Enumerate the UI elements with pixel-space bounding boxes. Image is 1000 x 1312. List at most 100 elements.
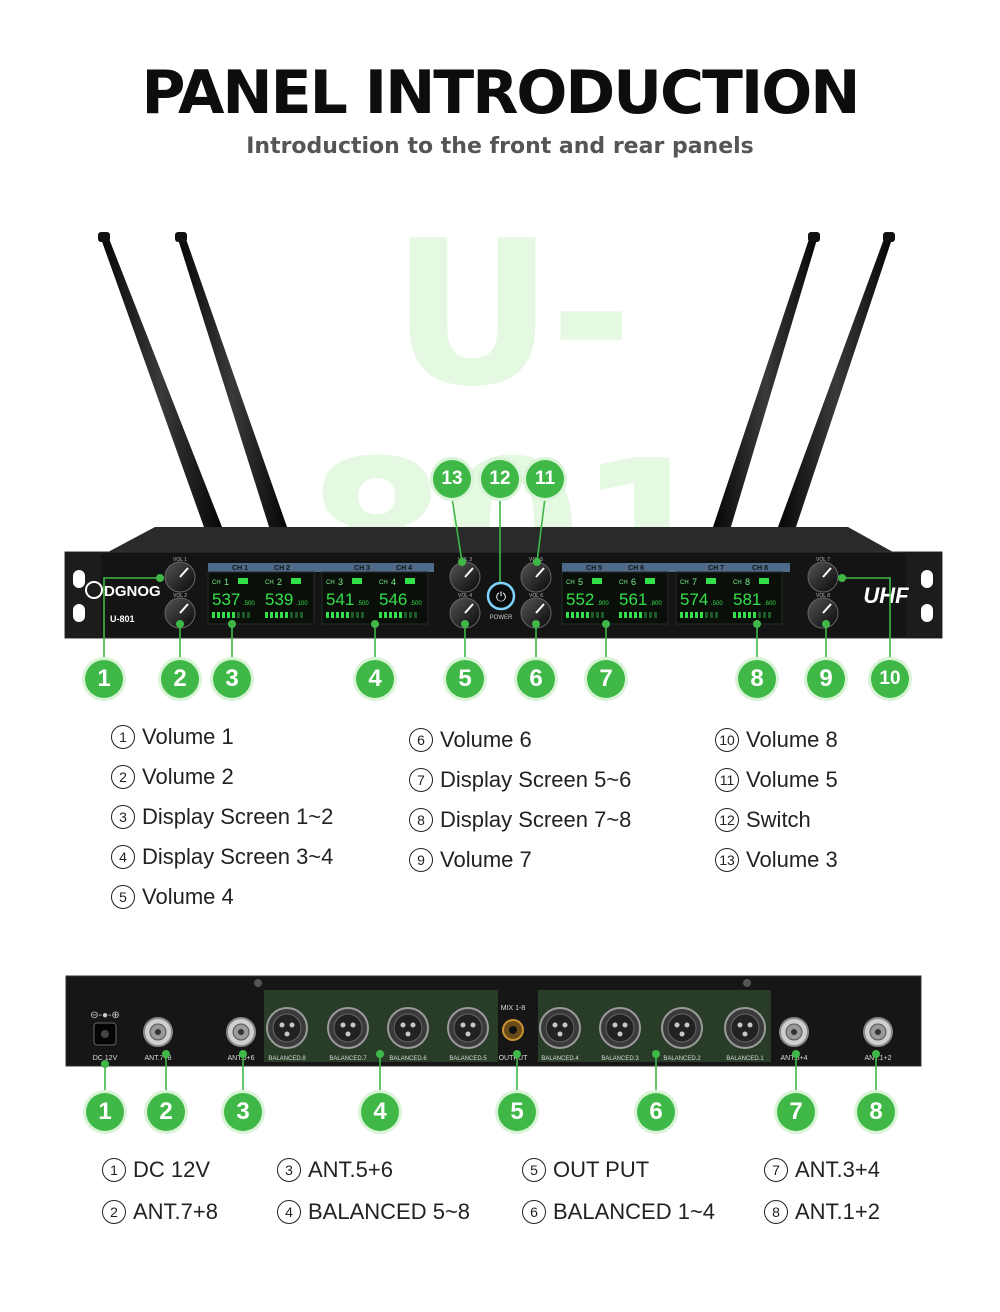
rack-hole: [73, 570, 85, 588]
level-bar: [649, 612, 652, 618]
xlr-balanced-output-5[interactable]: [447, 1007, 489, 1049]
xlr-balanced-output-8[interactable]: [266, 1007, 308, 1049]
legend-number: 5: [111, 885, 135, 909]
balanced-label: BALANCED.8: [268, 1056, 306, 1062]
legend-number: 9: [409, 848, 433, 872]
xlr-balanced-output-6[interactable]: [387, 1007, 429, 1049]
level-bar: [227, 612, 230, 618]
level-bar: [576, 612, 579, 618]
antenna-connector-ant12[interactable]: [863, 1017, 893, 1047]
legend-number: 6: [522, 1200, 546, 1224]
screen-ch-tag: CH: [265, 580, 274, 586]
level-bar: [619, 612, 622, 618]
level-bar: [290, 612, 293, 618]
xlr-balanced-output-4[interactable]: [539, 1007, 581, 1049]
level-bar: [768, 612, 771, 618]
front-callout-1: 1: [85, 660, 123, 698]
legend-label: OUT PUT: [553, 1157, 650, 1182]
legend-label: Switch: [746, 807, 811, 832]
rear-callout-7: 7: [777, 1093, 815, 1131]
level-bar: [700, 612, 703, 618]
antenna-connector-ant34[interactable]: [779, 1017, 809, 1047]
xlr-balanced-output-1[interactable]: [724, 1007, 766, 1049]
volume-knob-7[interactable]: [807, 561, 839, 593]
screen-frequency-decimal: .500: [410, 601, 422, 607]
antenna-connector-ant56[interactable]: [226, 1017, 256, 1047]
xlr-balanced-output-2[interactable]: [661, 1007, 703, 1049]
front-callout-2: 2: [161, 660, 199, 698]
screen-header-ch2: CH 2: [274, 565, 290, 572]
power-switch[interactable]: [486, 581, 516, 611]
volume-knob-3[interactable]: [449, 561, 481, 593]
legend-number: 7: [764, 1158, 788, 1182]
antenna-connector-ant78[interactable]: [143, 1017, 173, 1047]
legend-label: Volume 8: [746, 727, 838, 752]
legend-label: Display Screen 7~8: [440, 807, 632, 832]
legend-number: 13: [715, 848, 739, 872]
knob-label: VOL 8: [816, 593, 830, 599]
level-bar: [389, 612, 392, 618]
volume-knob-1[interactable]: [164, 561, 196, 593]
screen-header-ch7: CH 7: [708, 565, 724, 572]
screen-frequency-decimal: .900: [597, 601, 609, 607]
legend-item: 13 Volume 3: [715, 847, 838, 873]
level-bar: [409, 612, 412, 618]
rear-callout-8: 8: [857, 1093, 895, 1131]
volume-knob-8[interactable]: [807, 597, 839, 629]
rear-callout-1: 1: [86, 1093, 124, 1131]
balanced-label: BALANCED.5: [449, 1056, 487, 1062]
level-bar: [639, 612, 642, 618]
screen-header-ch4: CH 4: [396, 565, 412, 572]
mix-label: MIX 1-8: [501, 1005, 526, 1012]
legend-number: 8: [764, 1200, 788, 1224]
volume-knob-5[interactable]: [520, 561, 552, 593]
page-subtitle: Introduction to the front and rear panel…: [246, 134, 754, 159]
level-bar: [394, 612, 397, 618]
rear-callout-5: 5: [498, 1093, 536, 1131]
legend-number: 6: [409, 728, 433, 752]
legend-label: ANT.7+8: [133, 1199, 218, 1224]
level-bar: [748, 612, 751, 618]
screen-header-bar: [208, 563, 434, 572]
screen-ch-number: 8: [745, 577, 750, 587]
knob-label: VOL 7: [816, 557, 830, 563]
volume-knob-4[interactable]: [449, 597, 481, 629]
front-callout-3: 3: [213, 660, 251, 698]
level-bar: [715, 612, 718, 618]
screen-ch-tag: CH: [733, 580, 742, 586]
screen-ch-tag: CH: [326, 580, 335, 586]
screen-ch-number: 6: [631, 577, 636, 587]
legend-label: Volume 3: [746, 847, 838, 872]
level-bar: [690, 612, 693, 618]
front-callout-13: 13: [433, 460, 471, 498]
rack-hole: [921, 604, 933, 622]
screen-ch-tag: CH: [619, 580, 628, 586]
screen-frequency: 539: [265, 590, 293, 609]
level-bar: [566, 612, 569, 618]
front-callout-4: 4: [356, 660, 394, 698]
rear-callout-2: 2: [147, 1093, 185, 1131]
volume-knob-2[interactable]: [164, 597, 196, 629]
battery-icon: [405, 578, 415, 584]
balanced-label: BALANCED.6: [389, 1056, 427, 1062]
rear-callout-4: 4: [361, 1093, 399, 1131]
antenna-right-2: [778, 232, 895, 530]
xlr-balanced-output-7[interactable]: [327, 1007, 369, 1049]
xlr-balanced-output-3[interactable]: [599, 1007, 641, 1049]
screen-ch-tag: CH: [680, 580, 689, 586]
brand-name: DGNOG: [104, 583, 161, 600]
antenna-label: ANT.3+4: [780, 1055, 807, 1062]
level-bar: [695, 612, 698, 618]
legend-label: Volume 1: [142, 724, 234, 749]
level-bar: [356, 612, 359, 618]
level-bar: [404, 612, 407, 618]
dc-polarity-icon: ⊖-●-⊕: [90, 1010, 119, 1021]
dc-jack-pin: [101, 1030, 109, 1038]
level-bar: [275, 612, 278, 618]
screen-frequency-decimal: .500: [357, 601, 369, 607]
